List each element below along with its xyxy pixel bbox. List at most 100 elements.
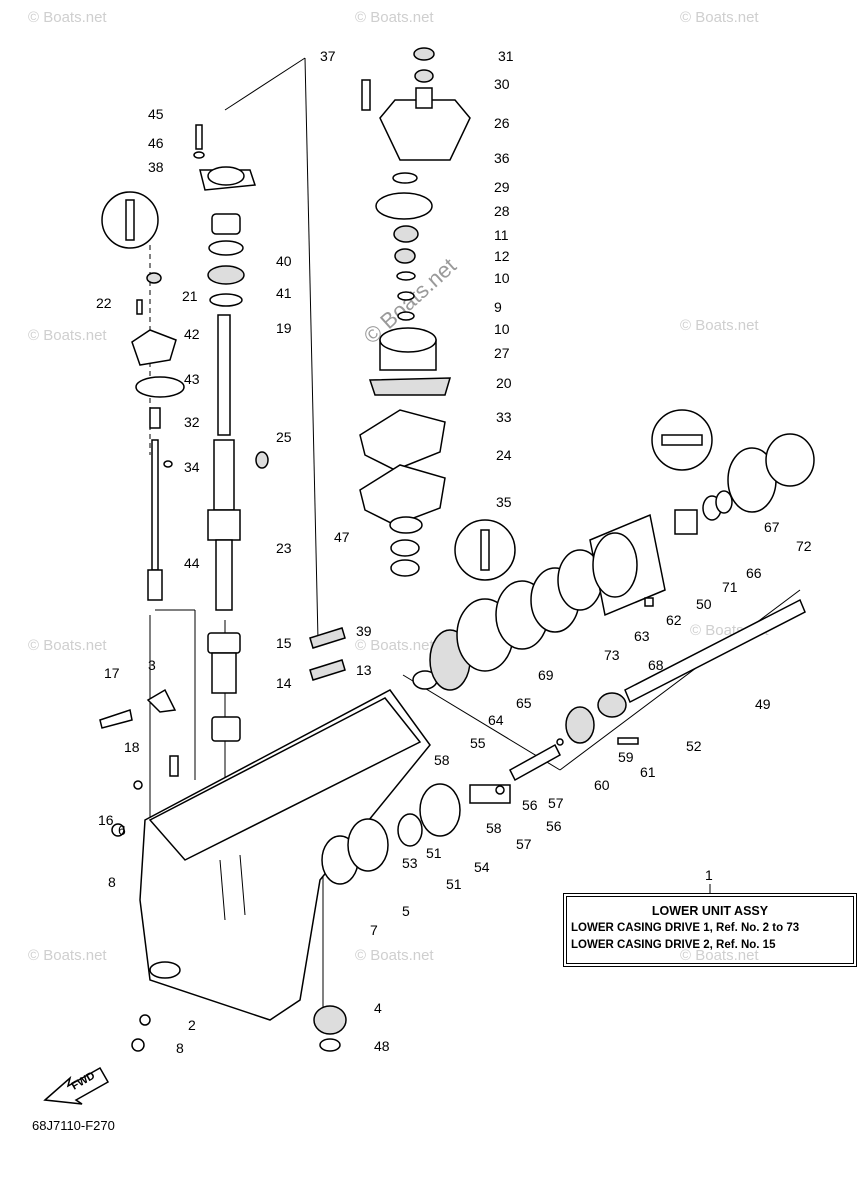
callout-73: 73 [604, 647, 620, 663]
callout-62: 62 [666, 612, 682, 628]
callout-57: 57 [548, 795, 564, 811]
callout-43: 43 [184, 371, 200, 387]
callout-66: 66 [746, 565, 762, 581]
callout-34: 34 [184, 459, 200, 475]
callout-52: 52 [686, 738, 702, 754]
callout-58: 58 [434, 752, 450, 768]
watermark: © Boats.net [680, 9, 759, 26]
callout-51: 51 [446, 876, 462, 892]
callout-27: 27 [494, 345, 510, 361]
callout-28: 28 [494, 203, 510, 219]
callout-57: 57 [516, 836, 532, 852]
callout-65: 65 [516, 695, 532, 711]
callout-labels: 3130372645463638292811121091027402122414… [96, 48, 812, 1056]
info-box-inner: LOWER UNIT ASSY LOWER CASING DRIVE 1, Re… [566, 896, 854, 964]
callout-10: 10 [494, 270, 510, 286]
callout-23: 23 [276, 540, 292, 556]
fwd-arrow-icon: FWD [43, 1066, 110, 1105]
callout-42: 42 [184, 326, 200, 342]
callout-51: 51 [426, 845, 442, 861]
callout-22: 22 [96, 295, 112, 311]
watermark: © Boats.net [28, 947, 107, 964]
callout-11: 11 [494, 227, 509, 243]
lower-casing [99, 688, 431, 1052]
callout-24: 24 [496, 447, 512, 463]
callout-26: 26 [494, 115, 510, 131]
callout-15: 15 [276, 635, 292, 651]
callout-71: 71 [722, 579, 738, 595]
drive-shaft-parts [193, 124, 346, 742]
callout-3: 3 [148, 657, 156, 673]
callout-31: 31 [498, 48, 514, 64]
callout-54: 54 [474, 859, 490, 875]
callout-6: 6 [118, 822, 126, 838]
info-title: LOWER UNIT ASSY [651, 904, 769, 918]
watermark: © Boats.net [28, 637, 107, 654]
callout-69: 69 [538, 667, 554, 683]
callout-32: 32 [184, 414, 200, 430]
callout-44: 44 [184, 555, 200, 571]
callout-13: 13 [356, 662, 372, 678]
callout-68: 68 [648, 657, 664, 673]
callout-4: 4 [374, 1000, 382, 1016]
callout-12: 12 [494, 248, 510, 264]
callout-46: 46 [148, 135, 164, 151]
info-line-2: LOWER CASING DRIVE 2, Ref. No. 15 [571, 939, 776, 951]
callout-29: 29 [494, 179, 510, 195]
watermark: © Boats.net [355, 947, 434, 964]
shift-rod-parts [101, 191, 185, 601]
callout-64: 64 [488, 712, 504, 728]
callout-49: 49 [755, 696, 771, 712]
callout-59: 59 [618, 749, 634, 765]
lower-unit-info-box: LOWER UNIT ASSY LOWER CASING DRIVE 1, Re… [563, 893, 857, 967]
callout-8: 8 [176, 1040, 184, 1056]
callout-10: 10 [494, 321, 510, 337]
callout-50: 50 [696, 596, 712, 612]
callout-19: 19 [276, 320, 292, 336]
callout-63: 63 [634, 628, 650, 644]
callout-58: 58 [486, 820, 502, 836]
callout-16: 16 [98, 812, 114, 828]
callout-55: 55 [470, 735, 486, 751]
watermark: © Boats.net [680, 317, 759, 334]
callout-36: 36 [494, 150, 510, 166]
callout-8: 8 [108, 874, 116, 890]
callout-38: 38 [148, 159, 164, 175]
watermark: © Boats.net [28, 327, 107, 344]
callout-60: 60 [594, 777, 610, 793]
propshaft-parts [313, 598, 806, 1052]
callout-33: 33 [496, 409, 512, 425]
callout-17: 17 [104, 665, 120, 681]
callout-37: 37 [320, 48, 336, 64]
callout-35: 35 [496, 494, 512, 510]
callout-1: 1 [705, 867, 713, 883]
callout-39: 39 [356, 623, 372, 639]
watermark: © Boats.net [680, 947, 759, 964]
watermark: © Boats.net [355, 9, 434, 26]
water-pump-parts [359, 47, 471, 577]
callout-30: 30 [494, 76, 510, 92]
callout-7: 7 [370, 922, 378, 938]
callout-25: 25 [276, 429, 292, 445]
watermark: © Boats.net [28, 9, 107, 26]
callout-56: 56 [546, 818, 562, 834]
callout-20: 20 [496, 375, 512, 391]
watermark: © Boats.net [355, 637, 434, 654]
callout-61: 61 [640, 764, 656, 780]
callout-2: 2 [188, 1017, 196, 1033]
callout-9: 9 [494, 299, 502, 315]
callout-21: 21 [182, 288, 198, 304]
callout-53: 53 [402, 855, 418, 871]
callout-40: 40 [276, 253, 292, 269]
callout-48: 48 [374, 1038, 390, 1054]
callout-5: 5 [402, 903, 410, 919]
callout-67: 67 [764, 519, 780, 535]
callout-47: 47 [334, 529, 350, 545]
callout-72: 72 [796, 538, 812, 554]
callout-41: 41 [276, 285, 292, 301]
bearing-housing-parts [412, 409, 815, 691]
info-line-1: LOWER CASING DRIVE 1, Ref. No. 2 to 73 [571, 922, 800, 934]
callout-18: 18 [124, 739, 140, 755]
callout-56: 56 [522, 797, 538, 813]
